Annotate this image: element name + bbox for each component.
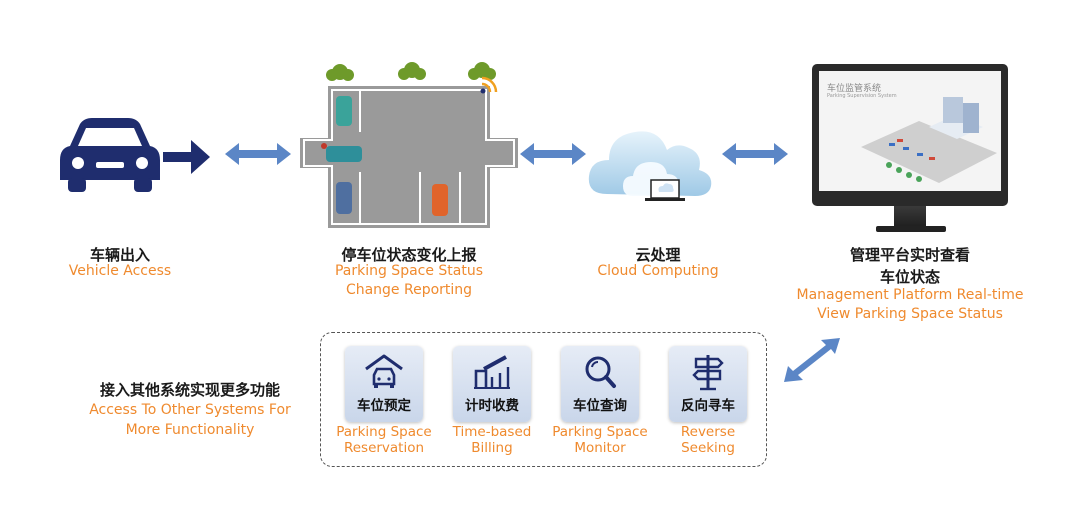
stage-cloud-cn: 云处理 (635, 246, 681, 264)
monitor: 车位监管系统 Parking Supervision System (812, 64, 1008, 206)
feature-label: 计时收费 (465, 398, 519, 414)
features-panel (320, 332, 767, 467)
stage-vehicle-access-cn: 车辆出入 (89, 246, 150, 264)
monitor-title-cn: 车位监管系统 (827, 84, 882, 94)
stage-status-report-cn: 停车位状态变化上报 (341, 246, 477, 264)
barrier-gate-icon (474, 355, 510, 389)
tree-icon (468, 62, 496, 80)
tree-icon (398, 62, 426, 80)
feature-label: 车位预定 (357, 398, 411, 414)
tree-icon (326, 64, 354, 81)
extension-cn: 接入其他系统实现更多功能 (99, 381, 280, 399)
stage-platform-en-2: View Parking Space Status (817, 306, 1003, 322)
feature-tile-reverse-seeking[interactable]: 反向寻车 (669, 346, 747, 422)
stage-platform-cn-1: 管理平台实时查看 (849, 246, 970, 264)
monitor-base (876, 226, 946, 232)
feature-tile-billing[interactable]: 计时收费 (453, 346, 531, 422)
magnifier-icon (585, 356, 616, 388)
double-arrow-icon (225, 143, 291, 165)
stage-platform-en-1: Management Platform Real-time (796, 287, 1024, 303)
feature-tile-monitor[interactable]: 车位查询 (561, 346, 639, 422)
diagonal-double-arrow-icon (784, 338, 840, 382)
stage-vehicle-access-en: Vehicle Access (68, 263, 172, 279)
monitor-screen: 车位监管系统 Parking Supervision System (819, 71, 1001, 191)
monitor-title-en: Parking Supervision System (827, 93, 897, 99)
double-arrow-icon (520, 143, 586, 165)
feature-label: 车位查询 (573, 398, 627, 414)
double-arrow-icon (722, 143, 788, 165)
signpost-icon (692, 355, 724, 391)
monitor-stand (894, 206, 926, 228)
arrow-right-icon (163, 140, 210, 174)
stage-cloud-en: Cloud Computing (597, 263, 719, 279)
wifi-icon (481, 76, 498, 93)
extension-en-2: More Functionality (125, 422, 255, 438)
stage-status-report-en-1: Parking Space Status (334, 263, 484, 279)
feature-label: 反向寻车 (681, 398, 735, 414)
stage-status-report-en-2: Change Reporting (345, 282, 473, 298)
cloud-icon (588, 131, 712, 201)
feature-tile-reservation[interactable]: 车位预定 (345, 346, 423, 422)
parking-building-illustration (861, 97, 997, 183)
garage-car-icon (365, 354, 403, 388)
stage-platform-cn-2: 车位状态 (879, 268, 940, 286)
extension-en-1: Access To Other Systems For (89, 402, 291, 418)
car-icon (60, 118, 160, 192)
parking-lot-illustration (300, 62, 518, 228)
